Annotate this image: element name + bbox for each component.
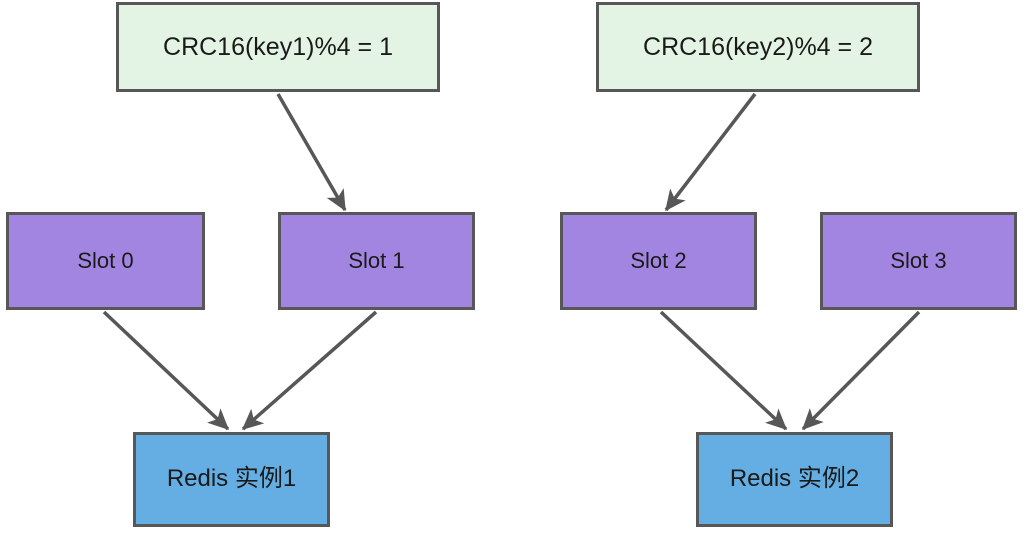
edge-hash1-slot1 (276, 93, 347, 212)
node-label-hash1: CRC16(key1)%4 = 1 (163, 33, 393, 61)
node-redis2[interactable]: Redis 实例2 (696, 432, 893, 527)
node-slot0[interactable]: Slot 0 (6, 212, 205, 310)
node-redis1[interactable]: Redis 实例1 (133, 432, 330, 527)
node-slot3[interactable]: Slot 3 (820, 212, 1017, 310)
node-label-slot2: Slot 2 (630, 247, 687, 273)
edge-slot0-redis1 (102, 310, 230, 431)
node-label-redis1: Redis 实例1 (166, 465, 297, 493)
node-hash2[interactable]: CRC16(key2)%4 = 2 (596, 2, 920, 92)
node-label-redis2: Redis 实例2 (729, 465, 860, 493)
node-label-slot0: Slot 0 (77, 247, 134, 273)
edge-slot1-redis1 (241, 310, 378, 431)
node-hash1[interactable]: CRC16(key1)%4 = 1 (116, 2, 440, 92)
node-label-slot1: Slot 1 (348, 247, 405, 273)
node-label-hash2: CRC16(key2)%4 = 2 (643, 33, 873, 61)
edge-slot2-redis2 (659, 310, 788, 431)
node-slot1[interactable]: Slot 1 (278, 212, 475, 310)
node-slot2[interactable]: Slot 2 (560, 212, 757, 310)
node-label-slot3: Slot 3 (890, 247, 947, 273)
edge-slot3-redis2 (801, 310, 921, 431)
edge-hash2-slot2 (664, 92, 757, 212)
